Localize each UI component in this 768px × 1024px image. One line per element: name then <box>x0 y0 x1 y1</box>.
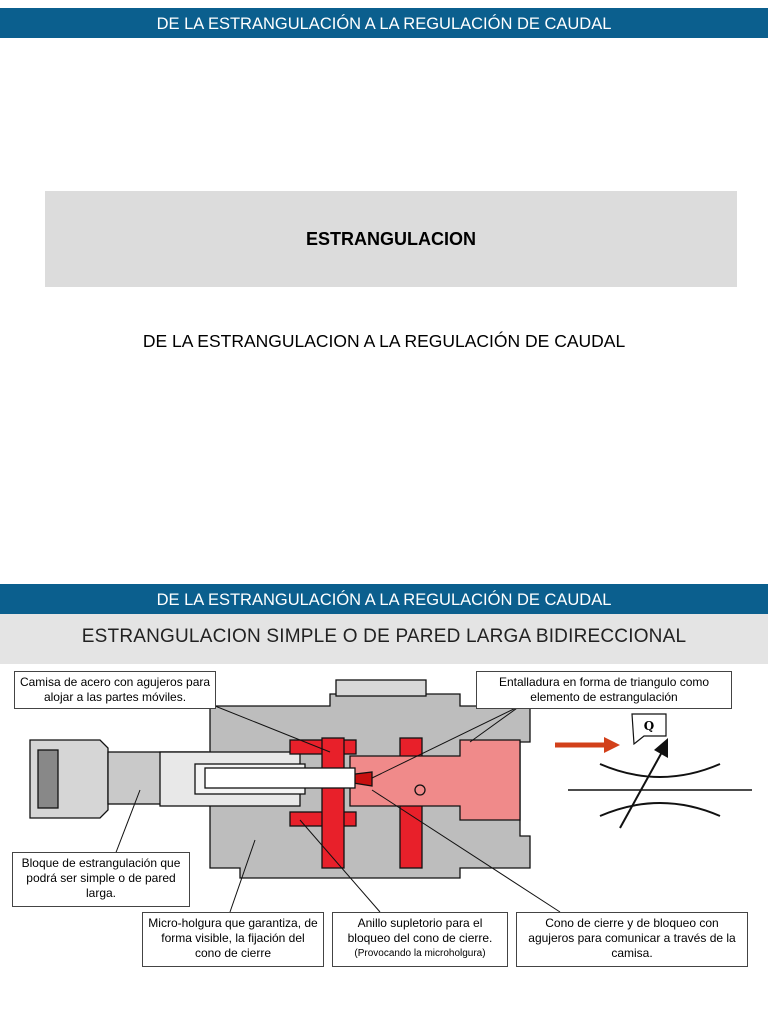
callout-anillo-note: (Provocando la microholgura) <box>354 948 486 959</box>
callout-anillo-text: Anillo supletorio para el bloqueo del co… <box>347 916 493 945</box>
callout-micro: Micro-holgura que garantiza, de forma vi… <box>142 912 324 967</box>
slide2-header: DE LA ESTRANGULACIÓN A LA REGULACIÓN DE … <box>0 584 768 614</box>
callout-camisa: Camisa de acero con agujeros para alojar… <box>14 671 216 709</box>
callout-anillo: Anillo supletorio para el bloqueo del co… <box>332 912 508 967</box>
slide2-subheader: ESTRANGULACION SIMPLE O DE PARED LARGA B… <box>81 626 687 647</box>
callout-bloque: Bloque de estrangulación que podrá ser s… <box>12 852 190 907</box>
slide1-header: DE LA ESTRANGULACIÓN A LA REGULACIÓN DE … <box>0 8 768 38</box>
title-box: ESTRANGULACION <box>45 191 737 287</box>
slide2-subheader-band: ESTRANGULACION SIMPLE O DE PARED LARGA B… <box>0 614 768 664</box>
callout-cono: Cono de cierre y de bloqueo con agujeros… <box>516 912 748 967</box>
flow-symbol: Q <box>555 713 752 829</box>
symbol-q-label: Q <box>644 719 654 733</box>
leader-lines <box>114 705 561 913</box>
callout-entalladura: Entalladura en forma de triangulo como e… <box>476 671 732 709</box>
valve-cross-section <box>29 679 531 879</box>
slide1-subtitle: DE LA ESTRANGULACION A LA REGULACIÓN DE … <box>142 331 626 351</box>
valve-diagram: Q <box>29 679 752 913</box>
title-box-label: ESTRANGULACION <box>306 229 476 249</box>
